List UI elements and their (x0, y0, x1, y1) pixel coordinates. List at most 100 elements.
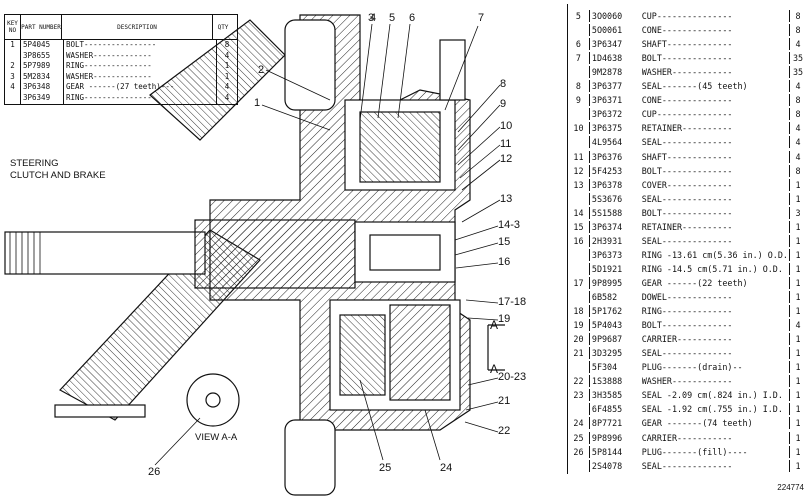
quantity: 1 (789, 431, 806, 444)
part-number: 3P6372 (588, 108, 642, 121)
parts-table-left-header: KEY NO PART NUMBER DESCRIPTION QTY (5, 15, 237, 40)
key-number (568, 108, 589, 120)
callout-number: 4 (370, 12, 377, 24)
quantity: 1 (789, 361, 806, 374)
key-number: 23 (573, 390, 584, 401)
description: BOLT-------------- (641, 207, 733, 218)
callout-number: 2 (258, 64, 265, 76)
section-marker-bottom: A (490, 362, 499, 376)
key-number: 12 (573, 165, 584, 176)
description: GEAR ------(22 teeth) (641, 277, 748, 288)
description: BOLT-------------- (641, 165, 733, 176)
part-number: 5P1762 (588, 305, 642, 318)
key-number (568, 361, 589, 373)
quantity: 8 (789, 94, 806, 107)
quantity: 1 (789, 220, 806, 233)
description: RING--------------- (64, 61, 217, 72)
description: SEAL-------------- (641, 193, 733, 204)
quantity: 3 (789, 206, 806, 219)
quantity: 1 (789, 417, 806, 430)
description: WASHER------------- (64, 71, 217, 83)
part-number: 6F4855 (588, 403, 642, 416)
key-number (568, 136, 589, 148)
part-number: 6B582 (588, 291, 642, 303)
key-number: 22 (573, 376, 584, 387)
description: WASHER------------ (641, 376, 733, 387)
view-aa-label: VIEW A-A (195, 432, 238, 443)
description: BOLT-------------- (641, 53, 733, 64)
header-qty: QTY (217, 23, 229, 31)
description: DOWEL------------- (641, 292, 733, 302)
key-number (5, 50, 21, 62)
key-number: 17 (573, 277, 584, 288)
part-number: 3P6347 (588, 38, 642, 51)
header-key: KEY NO (5, 15, 21, 39)
quantity: 4 (224, 50, 230, 60)
part-number: 8P7721 (588, 417, 642, 430)
key-number: 4 (5, 82, 21, 93)
key-number: 21 (573, 348, 584, 359)
quantity: 4 (224, 82, 230, 92)
callout-number: 1 (254, 97, 261, 109)
part-number: 5F304 (588, 361, 642, 374)
quantity: 4 (789, 122, 806, 135)
key-number: 19 (573, 320, 584, 331)
key-number (568, 249, 589, 261)
part-number: 1D4638 (588, 52, 642, 65)
key-number (568, 403, 589, 415)
description: RETAINER---------- (641, 123, 733, 134)
description: PLUG-------(drain)-- (641, 362, 743, 373)
quantity: 1 (789, 333, 806, 346)
callout-number: 15 (498, 236, 511, 248)
part-number: 4L9564 (588, 136, 642, 149)
description: SEAL-------------- (641, 460, 733, 471)
key-number: 9 (575, 95, 581, 106)
quantity: 4 (789, 38, 806, 51)
callout-number: 24 (440, 462, 453, 474)
description: BOLT-------------- (641, 320, 733, 331)
part-number: 3P6377 (588, 80, 642, 93)
quantity: 1 (224, 71, 230, 81)
key-number (568, 193, 589, 205)
part-number: 3H3585 (588, 389, 642, 402)
description: SEAL-------------- (641, 348, 733, 359)
part-number: 5M2834 (21, 71, 64, 83)
callout-number: 3 (368, 12, 375, 24)
quantity: 1 (789, 459, 806, 472)
description: RING-------------- (641, 306, 733, 317)
quantity: 1 (789, 276, 806, 289)
description: CONE-------------- (641, 95, 733, 106)
part-number: 9M2878 (588, 66, 642, 79)
quantity: 35 (789, 66, 806, 79)
part-number: 3P6376 (588, 150, 642, 163)
drawing-code: 224774 (777, 483, 804, 492)
key-number (568, 460, 589, 472)
quantity: 1 (789, 389, 806, 402)
part-number: 3P6373 (588, 248, 642, 261)
description: CUP--------------- (641, 11, 733, 21)
quantity: 1 (789, 178, 806, 191)
callout-number: 20-23 (498, 371, 527, 383)
description: CARRIER----------- (641, 334, 733, 345)
